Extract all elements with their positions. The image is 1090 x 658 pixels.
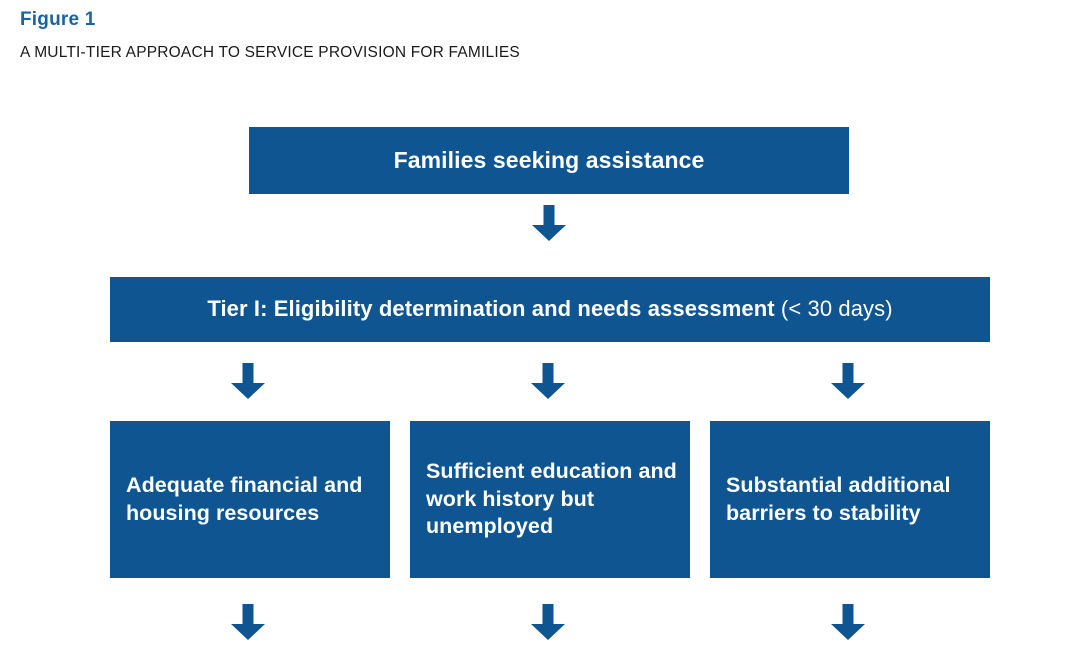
down-arrow-icon	[531, 604, 565, 640]
down-arrow-icon	[531, 363, 565, 399]
flow-box-track-c: Substantial additional barriers to stabi…	[710, 421, 990, 578]
figure-label: Figure 1	[20, 9, 96, 30]
flow-box-track-b-label: Sufficient education and work history bu…	[426, 458, 677, 539]
flow-box-tier1-main: Tier I: Eligibility determination and ne…	[207, 296, 775, 322]
figure-title: A MULTI-TIER APPROACH TO SERVICE PROVISI…	[20, 44, 520, 61]
flow-box-entry: Families seeking assistance	[249, 127, 849, 194]
flow-box-tier1: Tier I: Eligibility determination and ne…	[110, 277, 990, 342]
flow-box-track-c-label: Substantial additional barriers to stabi…	[726, 472, 951, 525]
down-arrow-icon	[831, 604, 865, 640]
flow-box-track-a-label: Adequate financial and housing resources	[126, 472, 363, 525]
down-arrow-icon	[231, 604, 265, 640]
down-arrow-icon	[532, 205, 566, 241]
flow-box-track-a: Adequate financial and housing resources	[110, 421, 390, 578]
flow-box-track-b: Sufficient education and work history bu…	[410, 421, 690, 578]
down-arrow-icon	[831, 363, 865, 399]
flow-box-tier1-label: Tier I: Eligibility determination and ne…	[110, 296, 990, 323]
down-arrow-icon	[231, 363, 265, 399]
flow-box-entry-label: Families seeking assistance	[393, 147, 705, 174]
flow-box-tier1-suffix: (< 30 days)	[774, 296, 893, 322]
